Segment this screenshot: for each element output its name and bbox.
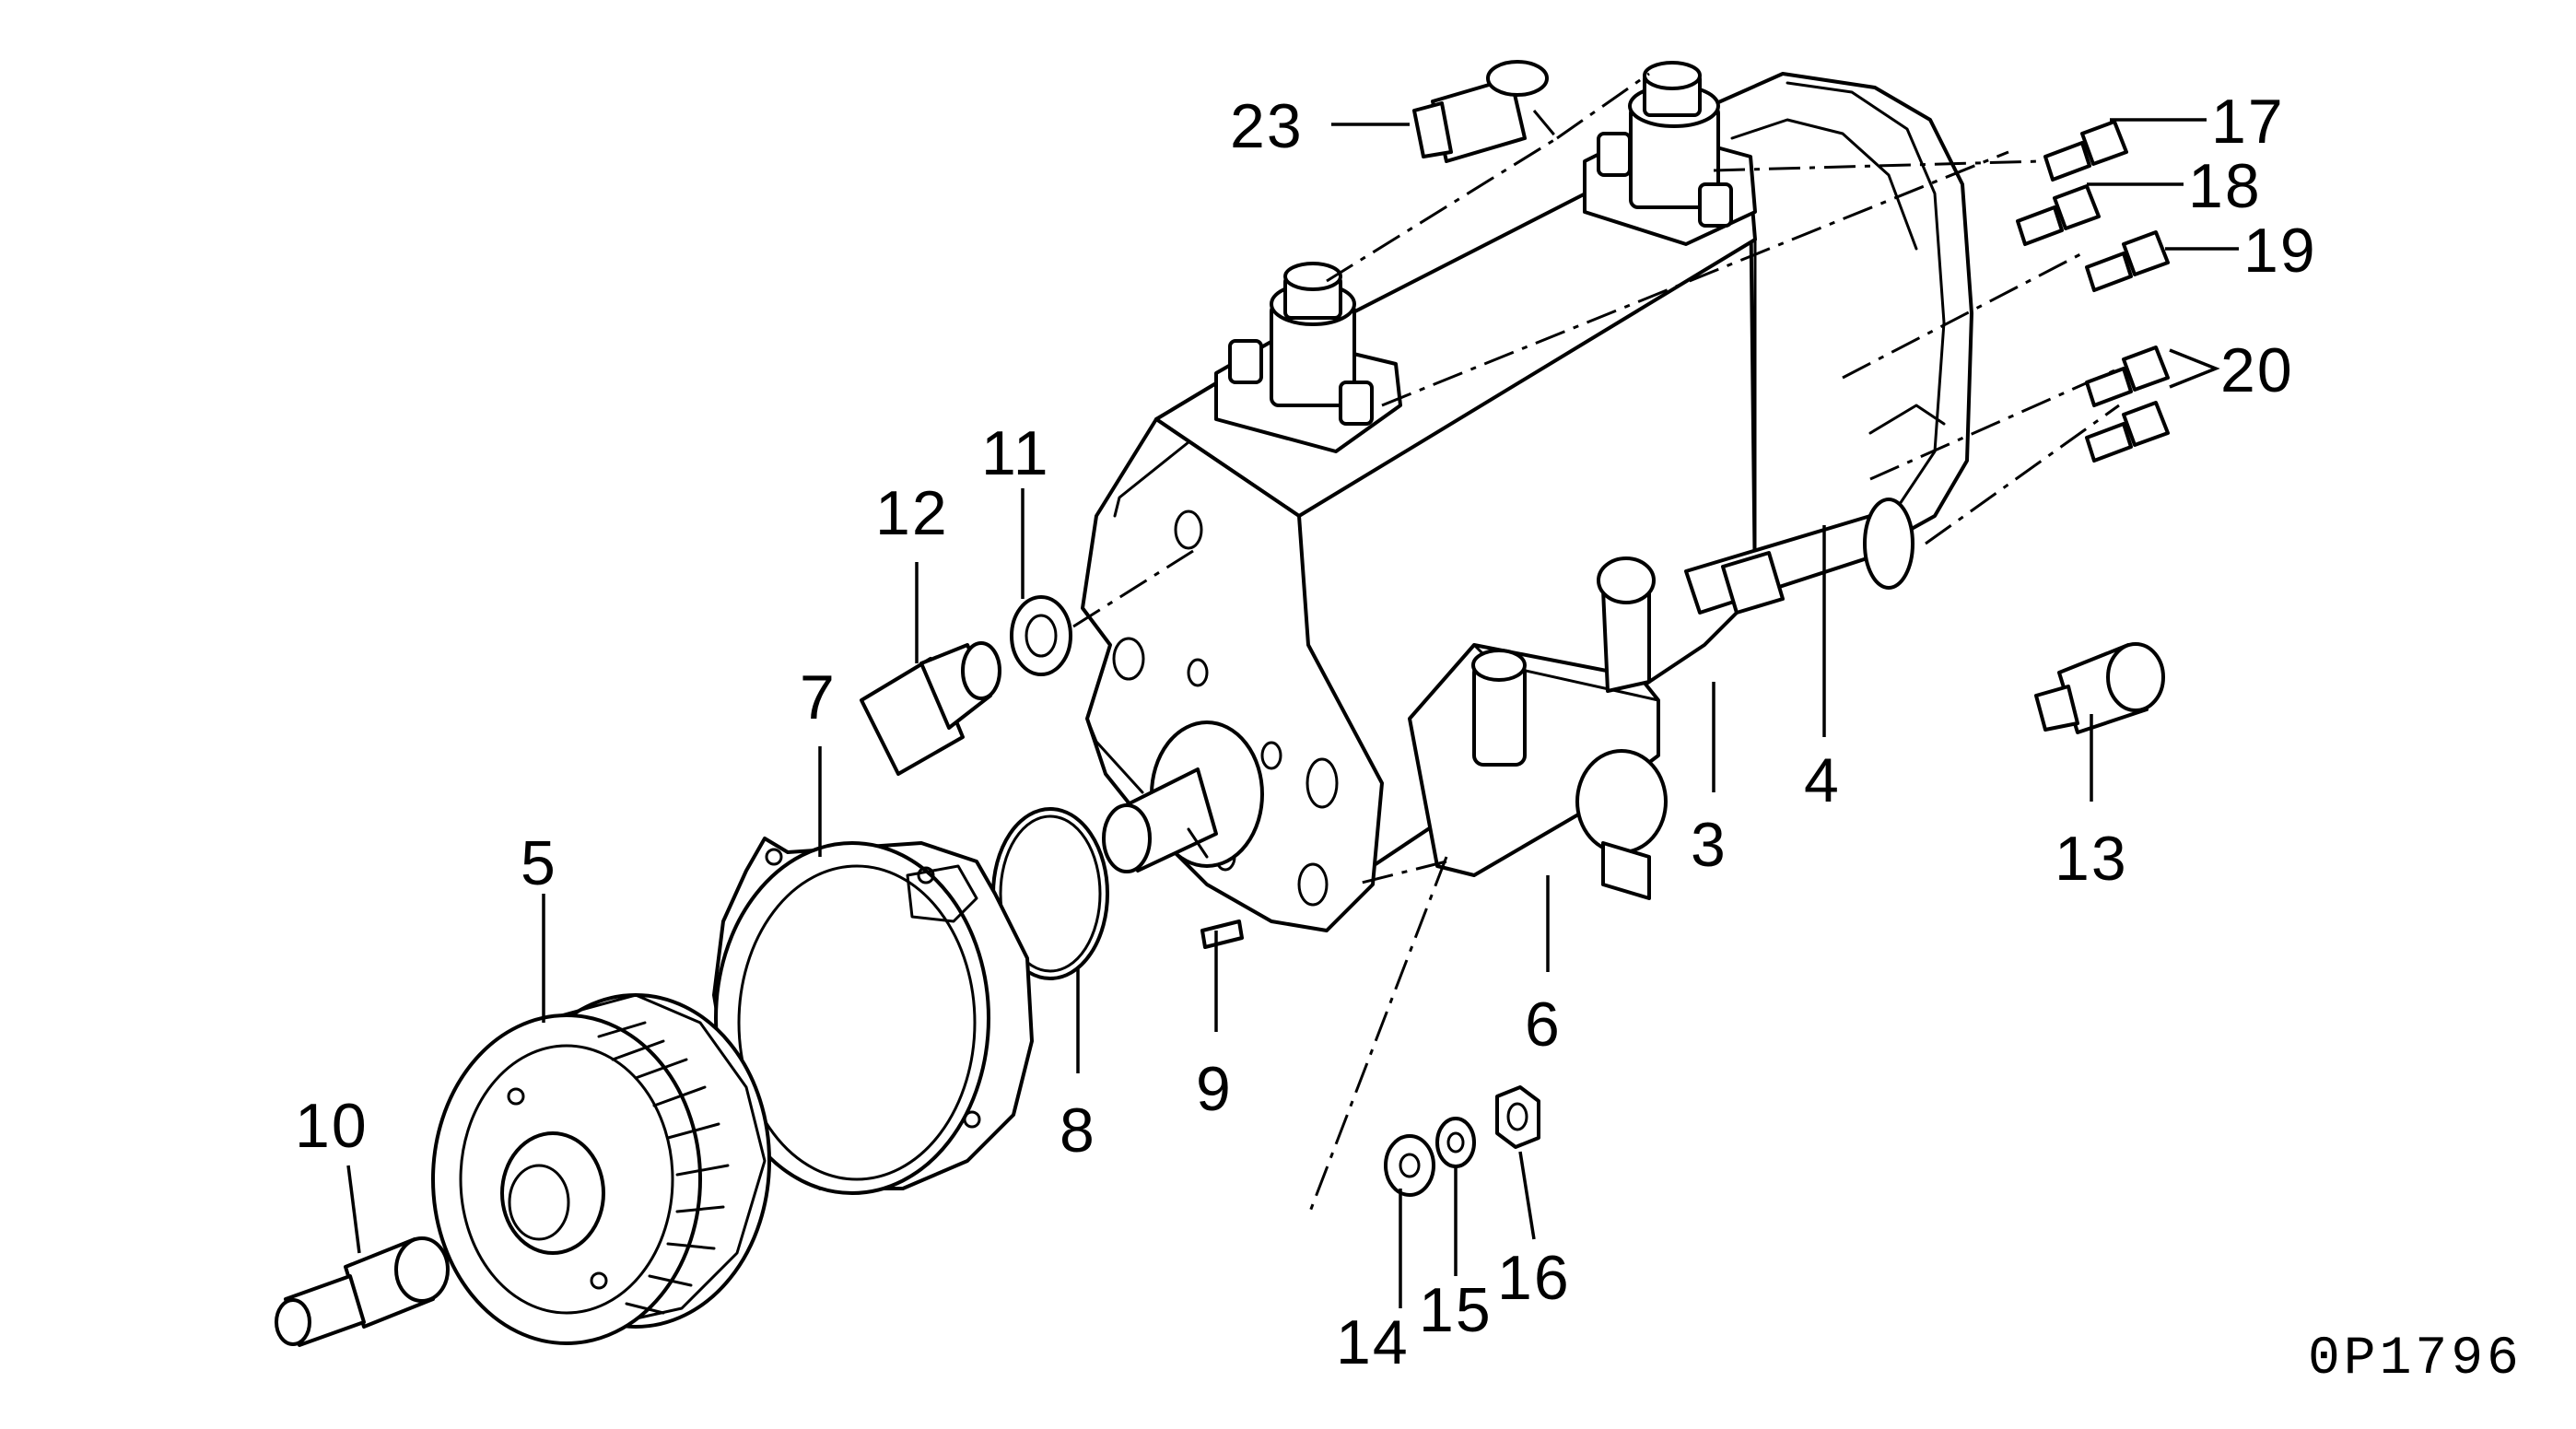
- nut-part-16: [1495, 1085, 1540, 1149]
- callout-labels: 23 17 18 19 20 13 4 3 6 9 8 7 11 12 5 10…: [295, 87, 2523, 1389]
- washer-part-14: [1384, 1134, 1435, 1197]
- leader-lines: [346, 118, 2239, 1308]
- callout-10: 10: [295, 1091, 369, 1161]
- callout-6: 6: [1525, 990, 1562, 1060]
- callout-9: 9: [1196, 1054, 1233, 1124]
- cap-part-13: [2034, 642, 2165, 734]
- callout-8: 8: [1060, 1095, 1096, 1165]
- callout-23: 23: [1230, 91, 1304, 161]
- callout-17: 17: [2211, 87, 2285, 157]
- callout-19: 19: [2243, 216, 2317, 286]
- callout-13: 13: [2055, 824, 2128, 894]
- inlet-connector-part-4: [1684, 498, 1914, 615]
- callout-3: 3: [1691, 810, 1727, 880]
- callout-4: 4: [1804, 745, 1841, 815]
- washer-part-11: [1010, 595, 1072, 676]
- callout-11: 11: [981, 418, 1050, 488]
- callout-16: 16: [1497, 1243, 1571, 1313]
- plug-part-12: [860, 641, 1001, 776]
- drive-gear-part-5: [431, 993, 771, 1345]
- callout-15: 15: [1419, 1275, 1493, 1345]
- bolt-part-10: [275, 1236, 450, 1347]
- callout-7: 7: [800, 662, 837, 732]
- gear-housing-part-7: [712, 837, 1034, 1195]
- bolts-part-17-20: [2016, 120, 2170, 463]
- callout-14: 14: [1336, 1307, 1410, 1377]
- assembly-lines: [1072, 72, 2120, 1217]
- callout-12: 12: [875, 478, 949, 548]
- delivery-valve-holders: [1214, 61, 1757, 453]
- callout-18: 18: [2188, 151, 2262, 221]
- lock-washer-part-15: [1435, 1117, 1476, 1168]
- callout-5: 5: [521, 828, 557, 898]
- key-part-9: [1200, 919, 1244, 949]
- figure-code: 0P1796: [2308, 1329, 2523, 1389]
- cap-part-23: [1412, 60, 1549, 163]
- callout-20: 20: [2220, 335, 2294, 405]
